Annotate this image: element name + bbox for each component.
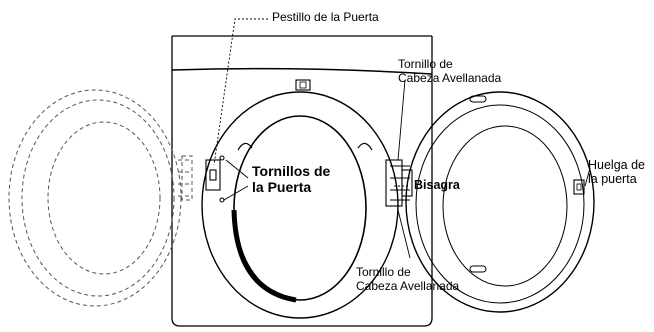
label-door-strike: Huelga de la puerta	[588, 158, 645, 187]
door-latch	[205, 155, 225, 203]
label-door-screws: Tornillos de la Puerta	[252, 163, 331, 196]
dashed-door-alternate	[8, 89, 193, 307]
label-hinge: Bisagra	[414, 178, 460, 192]
washer-cabinet	[171, 35, 433, 327]
leader-lines	[213, 18, 591, 259]
label-door-latch: Pestillo de la Puerta	[272, 10, 379, 24]
hinge	[385, 159, 413, 207]
label-countersunk-screw-top: Tornillo de Cabeza Avellanada	[398, 57, 502, 85]
indicator-window	[295, 79, 311, 91]
door-opening	[201, 91, 399, 319]
open-door	[405, 91, 595, 313]
label-countersunk-screw-bottom: Tornillo de Cabeza Avellanada	[356, 265, 460, 293]
